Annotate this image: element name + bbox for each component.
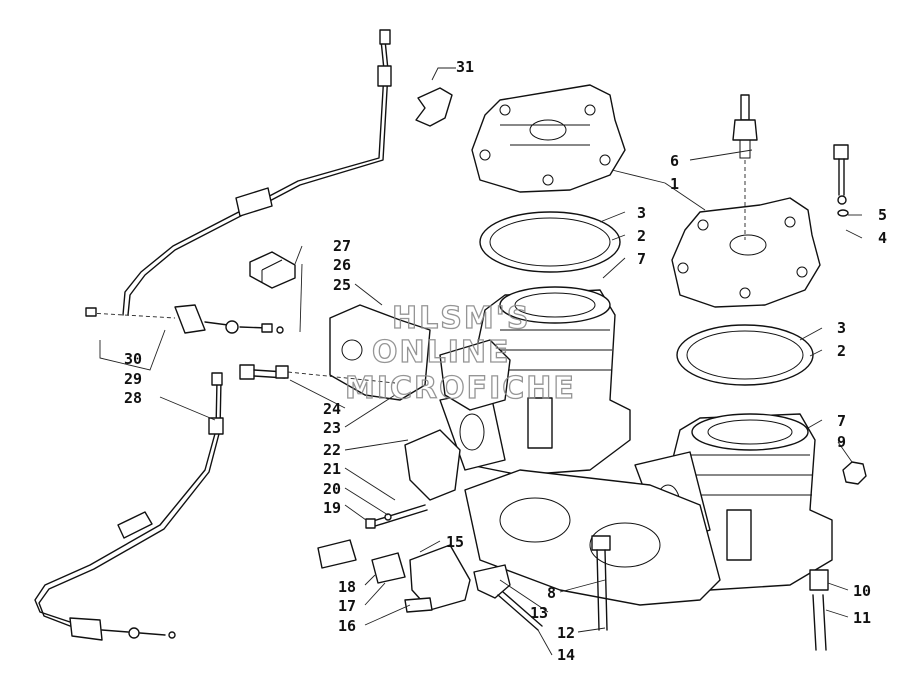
callout-24: 24	[323, 400, 341, 418]
bracket-31	[415, 87, 453, 127]
watermark-line-3: MICROFICHE	[345, 371, 576, 406]
callout-20: 20	[323, 480, 341, 498]
callout-7-right: 7	[837, 412, 846, 430]
watermark-line-2: ONLINE	[372, 335, 511, 370]
callout-12: 12	[557, 624, 575, 642]
callout-17: 17	[338, 597, 356, 615]
cylinder-left	[439, 286, 631, 476]
callout-1: 1	[670, 175, 679, 193]
callout-18: 18	[338, 578, 356, 596]
callout-25: 25	[333, 276, 351, 294]
callout-3-top: 3	[637, 204, 646, 222]
throttle-cable-lower	[34, 372, 224, 641]
gasket-22	[404, 429, 461, 501]
callout-labels: 31 6 1 5 4 3 2 7 3 2 7 9 10 11 8 13 12 1…	[124, 58, 887, 664]
callout-23: 23	[323, 419, 341, 437]
callout-5: 5	[878, 206, 887, 224]
rubber-block-27	[249, 251, 296, 289]
exhaust-flange	[439, 339, 511, 411]
spark-plug	[732, 94, 758, 240]
callout-4: 4	[878, 229, 887, 247]
throttle-cable-upper	[85, 29, 392, 334]
callout-3-right: 3	[837, 319, 846, 337]
o-ring-right-outer	[676, 324, 814, 386]
callout-13: 13	[530, 604, 548, 622]
callout-6: 6	[670, 152, 679, 170]
callout-22: 22	[323, 441, 341, 459]
hardware-19-21	[365, 504, 428, 529]
valve-assembly	[317, 539, 543, 631]
callout-7-top: 7	[637, 250, 646, 268]
o-ring-left-outer	[479, 211, 621, 273]
leader-lines	[99, 67, 863, 656]
callout-26: 26	[333, 256, 351, 274]
watermark-line-1: HLSM'S	[392, 301, 530, 336]
callout-8: 8	[547, 584, 556, 602]
callout-2-right: 2	[837, 342, 846, 360]
callout-16: 16	[338, 617, 356, 635]
cylinder-head-left	[471, 84, 626, 193]
nut-9	[842, 461, 867, 485]
long-bolt-12	[591, 535, 611, 631]
stud-10-11	[809, 569, 829, 651]
bolt-24	[239, 364, 396, 384]
callout-19: 19	[323, 499, 341, 517]
callout-29: 29	[124, 370, 142, 388]
callout-10: 10	[853, 582, 871, 600]
callout-21: 21	[323, 460, 341, 478]
callout-14: 14	[557, 646, 575, 664]
callout-30: 30	[124, 350, 142, 368]
watermark: HLSM'S ONLINE MICROFICHE	[344, 300, 576, 406]
cylinder-head-right	[671, 197, 821, 308]
callout-11: 11	[853, 609, 871, 627]
callout-27: 27	[333, 237, 351, 255]
callout-2-top: 2	[637, 227, 646, 245]
head-bolt	[833, 144, 849, 217]
callout-28: 28	[124, 389, 142, 407]
callout-15: 15	[446, 533, 464, 551]
callout-31: 31	[456, 58, 474, 76]
valve-cover-25	[329, 304, 431, 401]
callout-9: 9	[837, 433, 846, 451]
